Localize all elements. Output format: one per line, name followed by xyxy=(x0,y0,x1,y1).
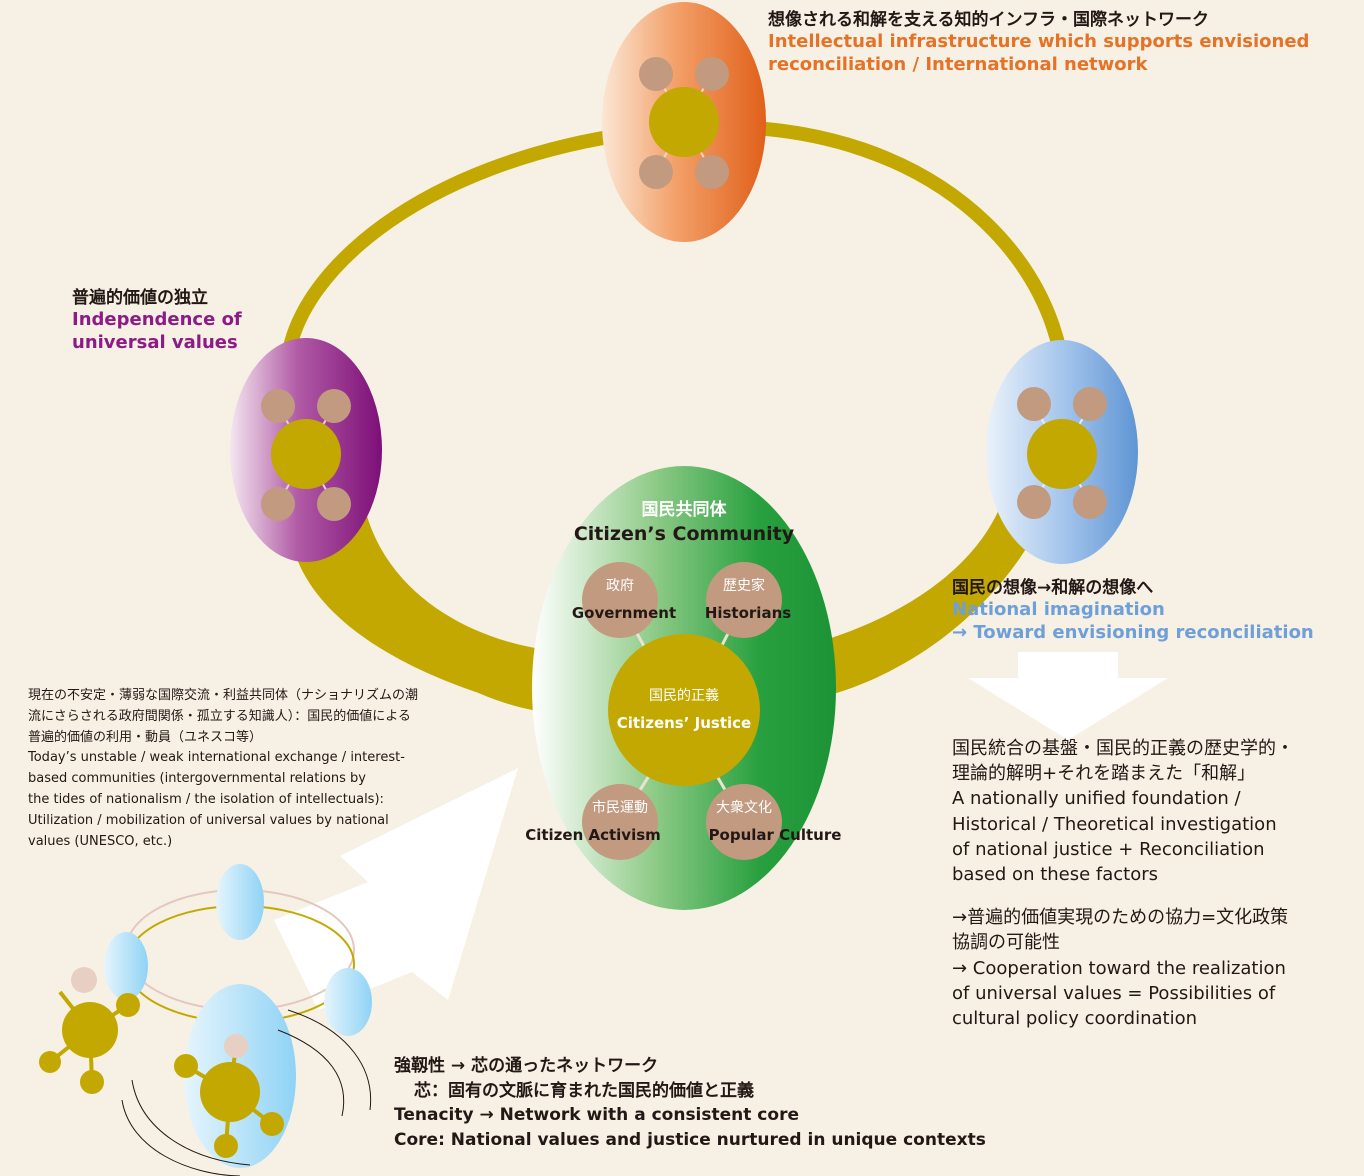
universal-values-label-en-1: Independence of xyxy=(72,309,242,331)
note-line: 普遍的価値の利用・動員（ユネスコ等） xyxy=(28,729,263,745)
national-imagination-label-jp: 国民の想像→和解の想像へ xyxy=(952,578,1154,598)
note-line: Core: National values and justice nurtur… xyxy=(394,1129,986,1150)
historians-node xyxy=(706,562,782,638)
satellite-node xyxy=(1017,387,1051,421)
note-line: A nationally unified foundation / xyxy=(952,788,1241,810)
satellite-node xyxy=(695,155,729,189)
core-node xyxy=(1027,419,1097,489)
government-node xyxy=(582,562,658,638)
culture-label-jp: 大衆文化 xyxy=(716,800,772,816)
note-line: →普遍的価値実現のための協力=文化政策 xyxy=(952,907,1289,929)
infrastructure-label: 想像される和解を支える知的インフラ・国際ネットワーク Intellectual … xyxy=(768,10,1309,76)
note-line: 強靱性 → 芯の通ったネットワーク xyxy=(394,1056,659,1076)
satellite-node xyxy=(639,57,673,91)
arrow-down-right xyxy=(968,652,1168,740)
arrow-up-left xyxy=(274,768,518,1010)
popular-culture-node xyxy=(706,784,782,860)
universal-values-label: 普遍的価値の独立 Independence of universal value… xyxy=(72,288,242,354)
infrastructure-label-en-1: Intellectual infrastructure which suppor… xyxy=(768,31,1310,53)
community-title-en: Citizen’s Community xyxy=(574,523,795,545)
national-imagination-label-en-1: National imagination xyxy=(952,599,1165,621)
activism-label-jp: 市民運動 xyxy=(592,799,648,816)
satellite-node xyxy=(317,389,351,423)
satellite-node xyxy=(1073,485,1107,519)
historians-label-jp: 歴史家 xyxy=(723,577,765,594)
core-node xyxy=(649,87,719,157)
citizens-justice-node xyxy=(608,634,760,786)
universal-values-node xyxy=(230,338,382,562)
note-line: cultural policy coordination xyxy=(952,1007,1197,1029)
tenacity-note: 強靱性 → 芯の通ったネットワーク 芯：固有の文脈に育まれた国民的価値と正義 T… xyxy=(394,1054,986,1153)
note-line: 流にさらされる政府間関係・孤立する知識人）：国民的価値による xyxy=(28,708,411,724)
universal-values-label-jp: 普遍的価値の独立 xyxy=(72,288,208,308)
note-line: Today’s unstable / weak international ex… xyxy=(28,750,405,766)
note-line: 協調の可能性 xyxy=(952,932,1060,954)
culture-label-en: Popular Culture xyxy=(709,826,842,844)
note-line: of universal values = Possibilities of xyxy=(952,982,1276,1004)
note-line: 現在の不安定・薄弱な国際交流・利益共同体（ナショナリズムの潮 xyxy=(28,688,419,703)
note-line: Historical / Theoretical investigation xyxy=(952,813,1277,835)
satellite-node xyxy=(261,487,295,521)
satellite-node xyxy=(639,155,673,189)
universal-values-label-en-2: universal values xyxy=(72,331,238,353)
network-illustration xyxy=(39,864,372,1176)
reconciliation-note: 国民統合の基盤・国民的正義の歴史学的・ 理論的解明+それを踏まえた「和解」 A … xyxy=(952,736,1352,1031)
satellite-node xyxy=(1073,387,1107,421)
government-label-en: Government xyxy=(572,604,676,622)
note-line: 芯：固有の文脈に育まれた国民的価値と正義 xyxy=(414,1080,754,1101)
note-line: Tenacity → Network with a consistent cor… xyxy=(394,1105,799,1126)
note-line: 理論的解明+それを踏まえた「和解」 xyxy=(952,763,1256,785)
community-title-jp: 国民共同体 xyxy=(642,499,728,520)
national-imagination-node xyxy=(986,340,1138,564)
citizen-activism-node xyxy=(582,784,658,860)
infrastructure-label-jp: 想像される和解を支える知的インフラ・国際ネットワーク xyxy=(768,10,1209,30)
activism-label-en: Citizen Activism xyxy=(525,826,661,844)
core-node xyxy=(271,419,341,489)
satellite-node xyxy=(695,57,729,91)
justice-label-jp: 国民的正義 xyxy=(649,687,719,704)
justice-label-en: Citizens’ Justice xyxy=(617,714,751,732)
note-line: the tides of nationalism / the isolation… xyxy=(28,791,384,807)
note-line: 国民統合の基盤・国民的正義の歴史学的・ xyxy=(952,738,1294,759)
satellite-node xyxy=(1017,485,1051,519)
note-line: based on these factors xyxy=(952,863,1159,885)
national-imagination-label: 国民の想像→和解の想像へ National imagination → Towa… xyxy=(952,578,1314,644)
historians-label-en: Historians xyxy=(705,604,791,622)
citizens-community-node: 国民共同体 Citizen’s Community 政府 Government … xyxy=(525,466,841,910)
satellite-node xyxy=(317,487,351,521)
infrastructure-label-en-2: reconciliation / International network xyxy=(768,53,1148,75)
note-line: Utilization / mobilization of universal … xyxy=(28,812,389,828)
note-line: of national justice + Reconciliation xyxy=(952,838,1265,860)
infrastructure-node xyxy=(602,2,766,242)
satellite-node xyxy=(261,389,295,423)
government-label-jp: 政府 xyxy=(606,578,634,594)
note-line: → Cooperation toward the realization xyxy=(952,957,1286,979)
current-situation-note: 現在の不安定・薄弱な国際交流・利益共同体（ナショナリズムの潮 流にさらされる政府… xyxy=(28,686,478,852)
note-line: values (UNESCO, etc.) xyxy=(28,833,173,849)
note-line: based communities (intergovernmental rel… xyxy=(28,771,366,787)
national-imagination-label-en-2: → Toward envisioning reconciliation xyxy=(952,621,1314,643)
